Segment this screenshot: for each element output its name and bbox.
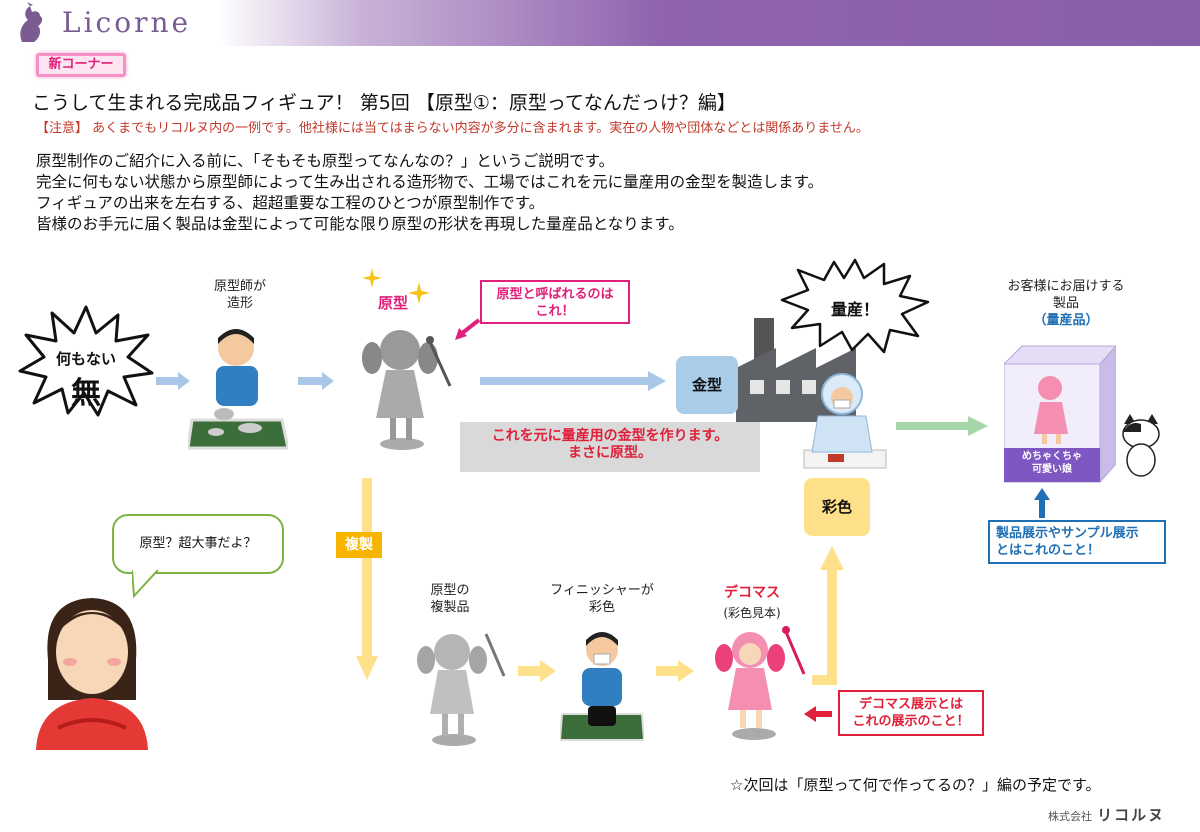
replica-label: 原型の 複製品 [410, 582, 490, 616]
replica-label-line: 複製品 [430, 600, 470, 615]
decomas-note-line: これの展示のこと！ [852, 714, 970, 729]
decomas-label: デコマス [724, 585, 780, 601]
woman-illustration [28, 590, 158, 750]
pink-arrow-icon [455, 318, 481, 340]
product-label: お客様にお届けする 製品 （量産品） [986, 278, 1146, 329]
company-brand: リコルヌ [1097, 806, 1166, 824]
mold-box: 金型 [676, 356, 738, 414]
new-corner-badge: 新コーナー [36, 53, 126, 77]
product-box [1004, 326, 1116, 486]
prototype-callout: 原型と呼ばれるのは これ！ [480, 280, 630, 324]
decomas-label-group: デコマス (彩色見本) [702, 582, 802, 621]
decomas-note-line: デコマス展示とは [858, 697, 963, 712]
speech-bubble: 原型？超大事だよ？ [112, 514, 284, 574]
nothing-kanji: 無 [71, 376, 101, 411]
finisher-illustration [560, 628, 644, 742]
notice-text: 【注意】 あくまでもリコルヌ内の一例です。他社様には当てはまらない内容が多分に含… [36, 121, 869, 136]
header-bar [0, 0, 1200, 46]
arrow-right-icon [156, 372, 190, 390]
prototype-figure [350, 322, 460, 452]
cat-icon [1118, 414, 1164, 478]
sculptor-illustration [188, 324, 288, 454]
intro-line: フィギュアの出来を左右する、超超重要な工程のひとつが原型制作です。 [36, 194, 545, 212]
mold-note-line: これを元に量産用の金型を作ります。 [491, 428, 729, 444]
intro-paragraph: 原型制作のご紹介に入る前に、「そもそも原型ってなんなの？」というご説明です。 完… [36, 151, 823, 235]
paint-box: 彩色 [804, 478, 870, 536]
sculptor-label: 原型師が 造形 [190, 278, 290, 312]
replica-figure [402, 626, 512, 748]
mass-production-burst [780, 258, 930, 354]
company-name: 株式会社 リコルヌ [1048, 804, 1165, 825]
finisher-label-line: フィニッシャーが [550, 583, 654, 598]
sparkle-icon [408, 282, 430, 304]
intro-line: 完全に何もない状態から原型師によって生み出される造形物で、工場ではこれを元に量産… [36, 173, 824, 191]
arrow-right-icon [298, 372, 334, 390]
factory-worker-illustration [798, 370, 888, 470]
finisher-label-line: 彩色 [588, 600, 615, 615]
decomas-figure [704, 624, 814, 742]
replica-label-line: 原型の [430, 583, 470, 598]
duplicate-tag: 複製 [336, 532, 382, 558]
product-label-line: お客様にお届けする [1007, 279, 1125, 294]
display-note-line: とはこれのこと！ [996, 543, 1101, 558]
nothing-text: 何もない [55, 350, 116, 368]
intro-line: 原型制作のご紹介に入る前に、「そもそも原型ってなんなの？」というご説明です。 [36, 152, 615, 170]
decomas-sub: (彩色見本) [723, 606, 781, 620]
sparkle-icon [362, 268, 382, 288]
product-label-highlight: （量産品） [1033, 313, 1099, 328]
page-title: こうして生まれる完成品フィギュア！ 第5回 【原型①：原型ってなんだっけ？編】 [32, 92, 736, 114]
unicorn-logo-icon [12, 2, 54, 44]
arrow-up-icon [1034, 488, 1050, 518]
nothing-burst [18, 305, 154, 417]
arrow-right-icon [480, 371, 666, 391]
display-note: 製品展示やサンプル展示 とはこれのこと！ [988, 520, 1166, 564]
box-text-line: 可愛い娘 [1032, 464, 1072, 475]
sculptor-label-line: 造形 [226, 296, 253, 311]
box-text-line: めちゃくちゃ [1022, 451, 1082, 462]
brand-name: Licorne [62, 6, 192, 39]
prototype-label: 原型 [378, 294, 409, 312]
decomas-note: デコマス展示とは これの展示のこと！ [838, 690, 984, 736]
mass-production-text: 量産！ [830, 300, 879, 319]
display-note-line: 製品展示やサンプル展示 [996, 526, 1139, 541]
next-episode-text: ☆次回は「原型って何で作ってるの？」編の予定です。 [730, 776, 1101, 794]
speech-tail [132, 570, 160, 598]
callout-line: 原型と呼ばれるのは [496, 287, 614, 302]
arrow-right-icon [896, 416, 988, 436]
product-box-text: めちゃくちゃ 可愛い娘 [1004, 450, 1100, 476]
product-label-line: 製品 [1052, 296, 1079, 311]
red-arrow-left-icon [804, 706, 832, 722]
finisher-label: フィニッシャーが 彩色 [532, 582, 672, 616]
sculptor-label-line: 原型師が [213, 279, 266, 294]
mold-note: これを元に量産用の金型を作ります。 まさに原型。 [460, 422, 760, 472]
company-prefix: 株式会社 [1048, 810, 1092, 823]
callout-line: これ！ [535, 304, 575, 319]
intro-line: 皆様のお手元に届く製品は金型によって可能な限り原型の形状を再現した量産品となりま… [36, 215, 684, 233]
mold-note-line: まさに原型。 [568, 445, 652, 461]
